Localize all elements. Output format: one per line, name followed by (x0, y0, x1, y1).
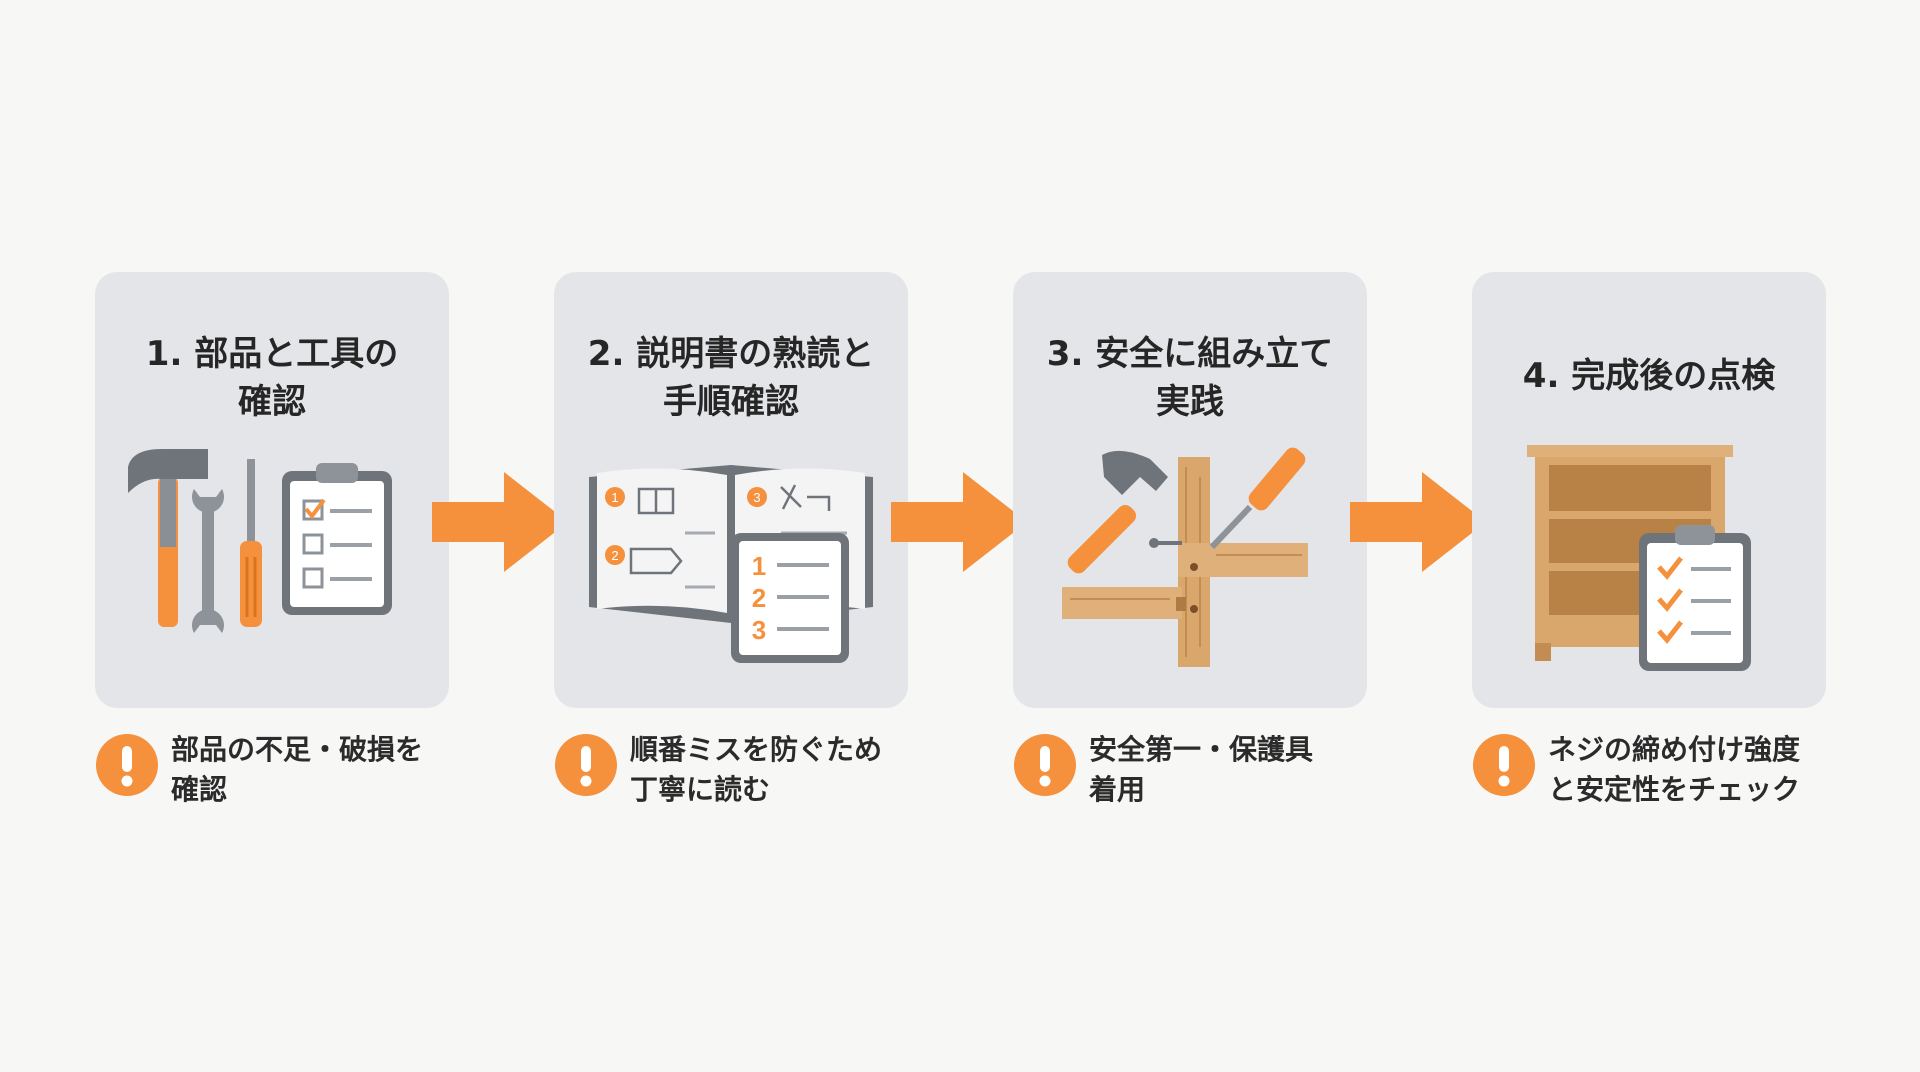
tools-checklist-illustration (128, 449, 392, 633)
manual-step-number: 3 (753, 490, 760, 505)
step-card-3: 3. 安全に組み立て 実践 (1013, 272, 1367, 708)
note-text: 順番ミスを防ぐため 丁寧に読む (630, 733, 883, 806)
hammer-icon (1067, 450, 1168, 574)
list-number: 3 (752, 615, 766, 645)
step-title: 4. 完成後の点検 (1522, 356, 1776, 396)
step-card-1: 1. 部品と工具の 確認 (95, 272, 449, 708)
assembly-illustration (1062, 447, 1308, 667)
inspection-illustration (1527, 445, 1751, 671)
arrow-right-icon (1350, 472, 1486, 572)
arrow-right-icon (432, 472, 568, 572)
step-title: 1. 部品と工具の 確認 (145, 334, 399, 422)
step-title: 2. 説明書の熟読と 手順確認 (587, 334, 875, 422)
list-number: 2 (752, 583, 766, 613)
note-2: 順番ミスを防ぐため 丁寧に読む (554, 730, 934, 810)
note-text: ネジの締め付け強度 と安定性をチェック (1548, 733, 1801, 806)
wood-joint-icon (1062, 457, 1308, 667)
exclamation-icon (96, 734, 158, 796)
wrench-icon (192, 489, 224, 633)
note-3: 安全第一・保護具 着用 (1013, 730, 1393, 810)
note-text: 安全第一・保護具 着用 (1089, 733, 1314, 806)
screwdriver-icon (1209, 447, 1306, 550)
step-title: 3. 安全に組み立て 実践 (1046, 334, 1334, 422)
exclamation-icon (555, 734, 617, 796)
list-number: 1 (752, 551, 766, 581)
screwdriver-icon (240, 459, 262, 627)
exclamation-icon (1014, 734, 1076, 796)
exclamation-icon (1473, 734, 1535, 796)
numbered-list-icon: 1 2 3 (731, 533, 849, 663)
manual-illustration: 1 2 3 4 1 2 3 (589, 465, 873, 663)
note-text: 部品の不足・破損を 確認 (171, 733, 424, 806)
manual-step-number: 2 (611, 548, 618, 563)
manual-step-number: 1 (611, 490, 618, 505)
checklist-icon (282, 463, 392, 615)
note-4: ネジの締め付け強度 と安定性をチェック (1472, 730, 1852, 810)
note-1: 部品の不足・破損を 確認 (95, 730, 475, 810)
hammer-icon (128, 449, 208, 627)
checklist-icon (1639, 525, 1751, 671)
step-card-4: 4. 完成後の点検 (1472, 272, 1826, 708)
step-card-2: 2. 説明書の熟読と 手順確認 1 2 3 4 (554, 272, 908, 708)
arrow-right-icon (891, 472, 1027, 572)
